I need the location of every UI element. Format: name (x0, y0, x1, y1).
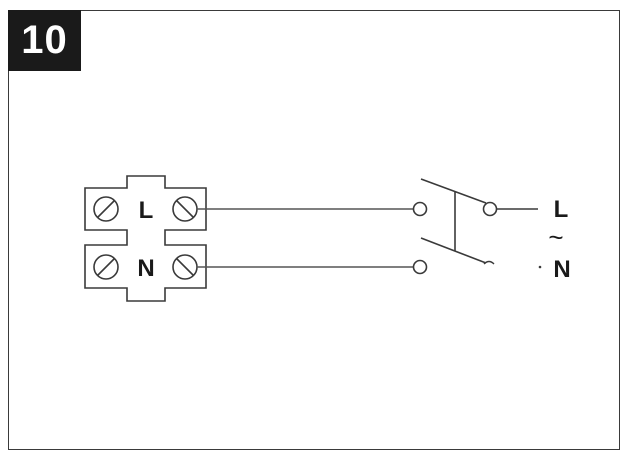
switch-contact-line-out (482, 201, 498, 217)
switch-contact-neutral-in (412, 259, 428, 275)
switch-neutral-out-mark (483, 260, 495, 265)
screw-icon (172, 196, 198, 222)
screw-icon (172, 254, 198, 280)
ac-symbol: ~ (548, 222, 563, 252)
terminal-block-outline (84, 175, 207, 302)
terminal-label-neutral: N (137, 255, 154, 282)
switch-blade-line (420, 178, 487, 204)
supply-lead-neutral-dot (538, 265, 542, 269)
supply-label-neutral: N (553, 256, 570, 283)
supply-label-line: L (554, 196, 569, 223)
step-number-badge: 10 (8, 10, 81, 71)
switch-blade-neutral (420, 237, 487, 264)
switch-contact-line-in (412, 201, 428, 217)
screw-icon (93, 196, 119, 222)
screw-icon (93, 254, 119, 280)
terminal-label-line: L (139, 197, 154, 224)
